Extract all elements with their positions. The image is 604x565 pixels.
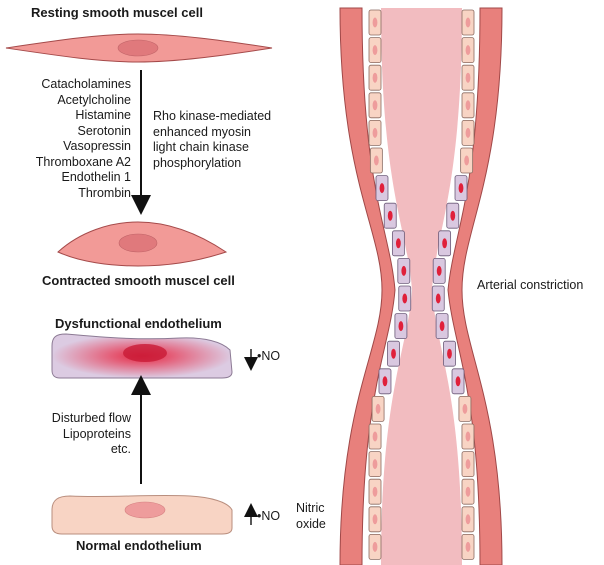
artery-lumen [381, 8, 462, 565]
endothelial-nucleus [372, 541, 378, 552]
mechanism-text: Rho kinase-mediated enhanced myosin ligh… [153, 109, 271, 171]
endothelial-nucleus [465, 45, 471, 56]
endothelial-nucleus [465, 100, 471, 111]
endothelial-nucleus [382, 376, 388, 387]
endothelial-nucleus [379, 183, 385, 194]
contracted-cell-nucleus [118, 233, 158, 253]
normal-title: Normal endothelium [76, 538, 202, 553]
endothelial-nucleus [439, 321, 445, 332]
resting-cell-title: Resting smooth muscel cell [31, 5, 203, 20]
endothelial-nucleus [372, 127, 378, 138]
endothelial-nucleus [465, 17, 471, 28]
agonist-item: Acetylcholine [57, 92, 131, 107]
endothelial-nucleus [398, 321, 404, 332]
endothelial-nucleus [436, 265, 442, 276]
endothelial-nucleus [387, 210, 393, 221]
agonist-item: Endothelin 1 [61, 170, 131, 184]
endothelial-nucleus [455, 376, 461, 387]
contracted-cell-title: Contracted smooth muscel cell [42, 273, 235, 288]
agonist-item: Thromboxane A2 [35, 154, 131, 169]
endothelial-lining-left [368, 9, 412, 560]
endothelial-nucleus [373, 155, 379, 166]
endothelial-nucleus [465, 486, 471, 497]
trigger-item: Lipoproteins [62, 426, 131, 441]
endothelial-nucleus [372, 486, 378, 497]
agonist-item: Histamine [75, 108, 131, 122]
endothelial-nucleus [372, 17, 378, 28]
endothelial-nucleus [450, 210, 456, 221]
endothelial-nucleus [402, 293, 408, 304]
endothelial-nucleus [465, 127, 471, 138]
mechanism-line: light chain kinase [153, 140, 249, 154]
endothelial-nucleus [435, 293, 441, 304]
endothelial-nucleus [372, 72, 378, 83]
trigger-item: Disturbed flow [51, 411, 131, 425]
endothelial-nucleus [465, 72, 471, 83]
resting-cell-nucleus [117, 39, 159, 57]
artery-wall-right [447, 7, 503, 565]
no-increased-label: •NO [257, 509, 281, 523]
dysfunctional-title: Dysfunctional endothelium [55, 316, 222, 331]
nitric-oxide-label: Nitric oxide [296, 501, 326, 532]
mechanism-line: enhanced myosin [153, 124, 251, 139]
no-decreased-label: •NO [257, 349, 281, 363]
endothelial-nucleus [372, 45, 378, 56]
endothelial-nucleus [465, 541, 471, 552]
endothelial-nucleus [391, 348, 396, 359]
endothelial-nucleus [442, 238, 448, 249]
trigger-item: etc. [110, 442, 131, 456]
endothelial-nucleus [464, 155, 470, 166]
endothelial-lining-right [431, 9, 475, 560]
agonist-item: Vasopressin [63, 139, 131, 153]
agonist-item: Serotonin [77, 123, 131, 138]
endothelial-nucleus [465, 431, 471, 442]
arterial-constriction-label: Arterial constriction [477, 278, 584, 292]
endothelial-nucleus [447, 348, 452, 359]
mechanism-line: phosphorylation [153, 155, 242, 170]
endothelial-nucleus [372, 100, 378, 111]
endothelial-nucleus [458, 183, 464, 194]
mechanism-line: Rho kinase-mediated [153, 109, 272, 123]
agonist-item: Catacholamines [41, 77, 131, 91]
endothelial-nucleus [401, 265, 407, 276]
agonist-item: Thrombin [78, 185, 131, 200]
dysfunctional-cell-nucleus [123, 344, 167, 362]
nitric-oxide-line: oxide [296, 516, 326, 531]
artery-wall-left [339, 7, 396, 565]
endothelial-nucleus [375, 403, 381, 414]
endothelial-nucleus [372, 514, 378, 525]
endothelial-nucleus [465, 459, 471, 470]
endothelial-nucleus [395, 238, 401, 249]
endothelial-nucleus [462, 403, 468, 414]
agonist-list: Catacholamines Acetylcholine Histamine S… [10, 77, 131, 201]
endothelial-nucleus [465, 514, 471, 525]
normal-cell-nucleus [124, 501, 166, 519]
endothelial-nucleus [372, 431, 378, 442]
endothelial-nucleus [372, 459, 378, 470]
nitric-oxide-line: Nitric [296, 501, 325, 515]
trigger-list: Disturbed flow Lipoproteins etc. [20, 411, 131, 458]
